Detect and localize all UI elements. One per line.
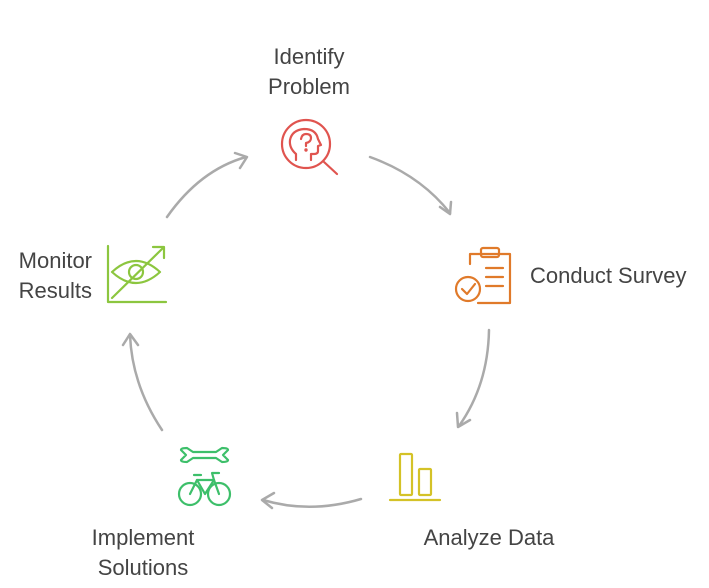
arrow-identify-to-survey	[368, 155, 453, 216]
arrow-monitor-to-identify	[165, 151, 249, 219]
step-label-line: Conduct Survey	[530, 263, 687, 288]
step-label-identify-problem: Identify Problem	[209, 42, 409, 102]
step-label-line: Solutions	[97, 555, 189, 580]
step-label-line: Identify	[273, 44, 345, 69]
clipboard-check-icon	[454, 246, 512, 305]
step-label-line: Problem	[268, 74, 350, 99]
step-label-line: Implement	[91, 525, 195, 550]
step-label-implement-solutions: Implement Solutions	[43, 523, 243, 583]
step-label-line: Results	[18, 278, 92, 303]
step-label-monitor-results: Monitor Results	[0, 246, 92, 306]
bicycle-wrench-icon	[177, 446, 232, 507]
step-label-analyze-data: Analyze Data	[389, 523, 589, 553]
arrow-analyze-to-implement	[260, 491, 363, 510]
step-label-line: Analyze Data	[423, 525, 555, 550]
step-label-line: Monitor	[18, 248, 92, 273]
step-label-conduct-survey: Conduct Survey	[530, 261, 687, 291]
eye-growth-chart-icon	[106, 244, 168, 304]
arrow-survey-to-analyze	[455, 328, 491, 429]
head-question-search-icon	[280, 118, 339, 176]
bar-chart-icon	[388, 452, 442, 502]
arrow-implement-to-monitor	[121, 332, 164, 432]
